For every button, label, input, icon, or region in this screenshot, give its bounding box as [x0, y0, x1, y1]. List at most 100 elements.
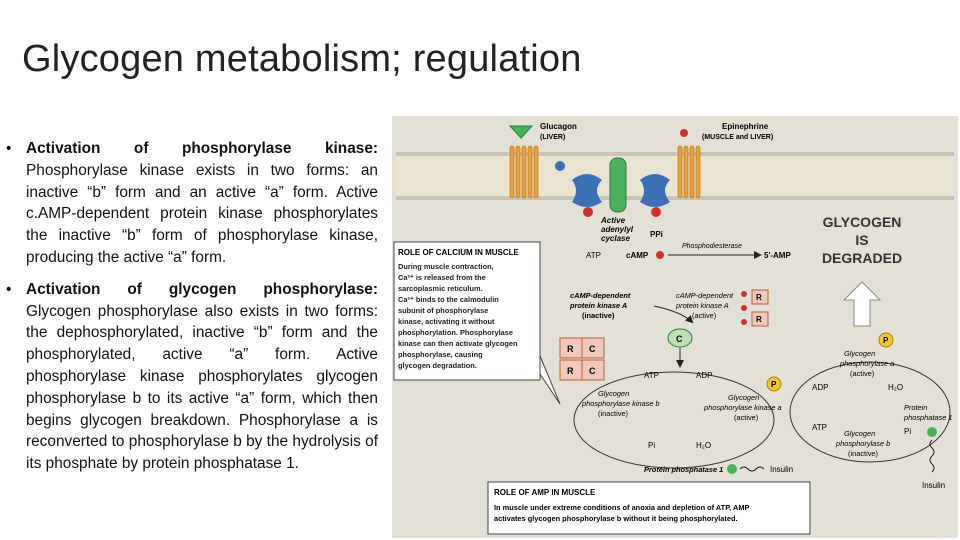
svg-text:protein kinase A: protein kinase A	[569, 301, 627, 310]
epinephrine-receptor-icon	[677, 145, 701, 199]
pka-activation-arrow	[653, 305, 694, 324]
adenylyl-cyclase-label-1: Active	[600, 216, 626, 225]
figure-svg: Glucagon (LIVER) Epinephrine (MUSCLE and…	[393, 122, 954, 535]
svg-text:Glycogen: Glycogen	[598, 389, 629, 398]
gp-a-label: Glycogen phosphorylase a (active)	[839, 349, 894, 378]
bullet-list: • Activation of phosphorylase kinase: Ph…	[6, 138, 378, 485]
atp-right-label: ATP	[812, 423, 827, 432]
ppi-label: PPi	[650, 230, 663, 239]
gp-b-label: Glycogen phosphorylase b (inactive)	[835, 429, 890, 458]
pka-active-icon: R R	[741, 289, 769, 327]
svg-text:R: R	[567, 344, 574, 354]
degradation-up-arrow	[842, 281, 882, 327]
g-protein-right-icon	[640, 174, 670, 217]
svg-text:(active): (active)	[850, 369, 874, 378]
calcium-role-box	[393, 241, 561, 405]
adenylyl-cyclase-label-3: cyclase	[601, 234, 630, 243]
camp-label: cAMP	[626, 251, 649, 260]
bullet-text: Glycogen phosphorylase also exists in tw…	[26, 302, 378, 473]
pi-left-label: Pi	[648, 441, 655, 450]
phosphorylase-cycle	[789, 361, 951, 463]
degraded-line-1: GLYCOGEN	[823, 214, 902, 230]
degraded-line-2: IS	[855, 232, 868, 248]
glycogen-regulation-figure: Glucagon (LIVER) Epinephrine (MUSCLE and…	[392, 116, 958, 538]
insulin-right-squiggle	[929, 439, 935, 473]
h2o-right-label: H₂O	[888, 383, 903, 392]
adp-right-label: ADP	[812, 383, 828, 392]
glucagon-label: Glucagon	[540, 122, 577, 131]
bullet-marker: •	[6, 140, 12, 157]
insulin-left-label: Insulin	[770, 465, 793, 474]
phosphodiesterase-label: Phosphodiesterase	[682, 243, 742, 250]
svg-text:C: C	[676, 334, 683, 344]
bullet-text: Phosphorylase kinase exists in two forms…	[26, 161, 378, 266]
amp-line: activates glycogen phosphorylase b witho…	[494, 514, 738, 523]
calcium-line: subunit of phosphorylase	[398, 306, 488, 315]
svg-text:phosphatase 1: phosphatase 1	[903, 413, 953, 422]
svg-text:P: P	[883, 336, 889, 345]
glucagon-hormone-icon	[508, 125, 534, 139]
calcium-line: Ca²⁺ is released from the	[398, 273, 486, 282]
adenylyl-cyclase-icon	[609, 157, 627, 213]
svg-text:phosphorylase kinase b: phosphorylase kinase b	[581, 399, 660, 408]
svg-text:R: R	[756, 315, 762, 324]
bullet-glycogen-phosphorylase: • Activation of glycogen phosphorylase: …	[6, 279, 378, 475]
phosphate-p-right-icon: P	[878, 332, 894, 348]
insulin-right-plus-icon	[927, 427, 937, 437]
bullet-heading: Activation of glycogen phosphorylase:	[26, 280, 378, 298]
insulin-left-squiggle	[739, 466, 765, 472]
calcium-line: kinase can then activate glycogen	[398, 339, 518, 348]
svg-text:R: R	[756, 293, 762, 302]
svg-text:phosphorylase a: phosphorylase a	[839, 359, 894, 368]
g-protein-left-icon	[555, 161, 602, 217]
svg-text:phosphorylase kinase a: phosphorylase kinase a	[703, 403, 782, 412]
svg-text:(inactive): (inactive)	[582, 311, 615, 320]
svg-text:cAMP-dependent: cAMP-dependent	[676, 291, 734, 300]
svg-text:C: C	[589, 344, 596, 354]
pp1-right-label: Protein phosphatase 1	[903, 403, 953, 422]
pka-inactive-label: cAMP-dependent protein kinase A (inactiv…	[569, 291, 631, 320]
calcium-line: sarcoplasmic reticulum.	[398, 284, 483, 293]
amp-role-box	[487, 481, 811, 535]
adenylyl-cyclase-label-2: adenylyl	[601, 225, 634, 234]
cell-membrane	[396, 152, 954, 200]
bullet-phosphorylase-kinase: • Activation of phosphorylase kinase: Ph…	[6, 138, 378, 269]
svg-text:C: C	[589, 366, 596, 376]
degraded-line-3: DEGRADED	[822, 250, 902, 266]
pi-right-label: Pi	[904, 427, 911, 436]
catalytic-subunit-icon: C	[667, 328, 693, 348]
svg-text:Glycogen: Glycogen	[844, 349, 875, 358]
insulin-left-plus-icon	[727, 464, 737, 474]
svg-text:cAMP-dependent: cAMP-dependent	[570, 291, 631, 300]
pka-active-label: cAMP-dependent protein kinase A (active)	[675, 291, 734, 320]
svg-text:Glycogen: Glycogen	[728, 393, 759, 402]
calcium-line: kinase, activating it without	[398, 317, 495, 326]
pka-inactive-icon: R C R C	[559, 337, 605, 381]
gpk-a-label: Glycogen phosphorylase kinase a (active)	[703, 393, 782, 422]
pp1-left-label: Protein phosphatase 1	[644, 465, 723, 474]
svg-text:(active): (active)	[692, 311, 716, 320]
svg-text:phosphorylase b: phosphorylase b	[835, 439, 890, 448]
insulin-right-label: Insulin	[922, 481, 945, 490]
kinase-cycle	[573, 371, 775, 469]
calcium-line: glycogen degradation.	[398, 361, 477, 370]
svg-text:(inactive): (inactive)	[848, 449, 878, 458]
h2o-left-label: H₂O	[696, 441, 711, 450]
svg-text:(inactive): (inactive)	[598, 409, 628, 418]
atp-top-label: ATP	[586, 251, 601, 260]
calcium-title: ROLE OF CALCIUM IN MUSCLE	[398, 248, 520, 257]
epinephrine-source: (MUSCLE and LIVER)	[702, 134, 773, 141]
atp-mid-label: ATP	[644, 371, 659, 380]
page-title: Glycogen metabolism; regulation	[22, 38, 582, 80]
epinephrine-hormone-icon	[680, 129, 688, 137]
svg-text:Protein: Protein	[904, 403, 927, 412]
calcium-line: Ca²⁺ binds to the calmodulin	[398, 295, 499, 304]
bullet-marker: •	[6, 280, 12, 298]
camp-marker-icon	[656, 251, 664, 259]
glucagon-receptor-icon	[509, 145, 539, 199]
glucagon-source: (LIVER)	[540, 134, 565, 141]
calcium-text: During muscle contraction, Ca²⁺ is relea…	[398, 262, 518, 370]
svg-text:P: P	[771, 380, 777, 389]
amp-line: In muscle under extreme conditions of an…	[494, 503, 749, 512]
amp-title: ROLE OF AMP IN MUSCLE	[494, 488, 596, 497]
